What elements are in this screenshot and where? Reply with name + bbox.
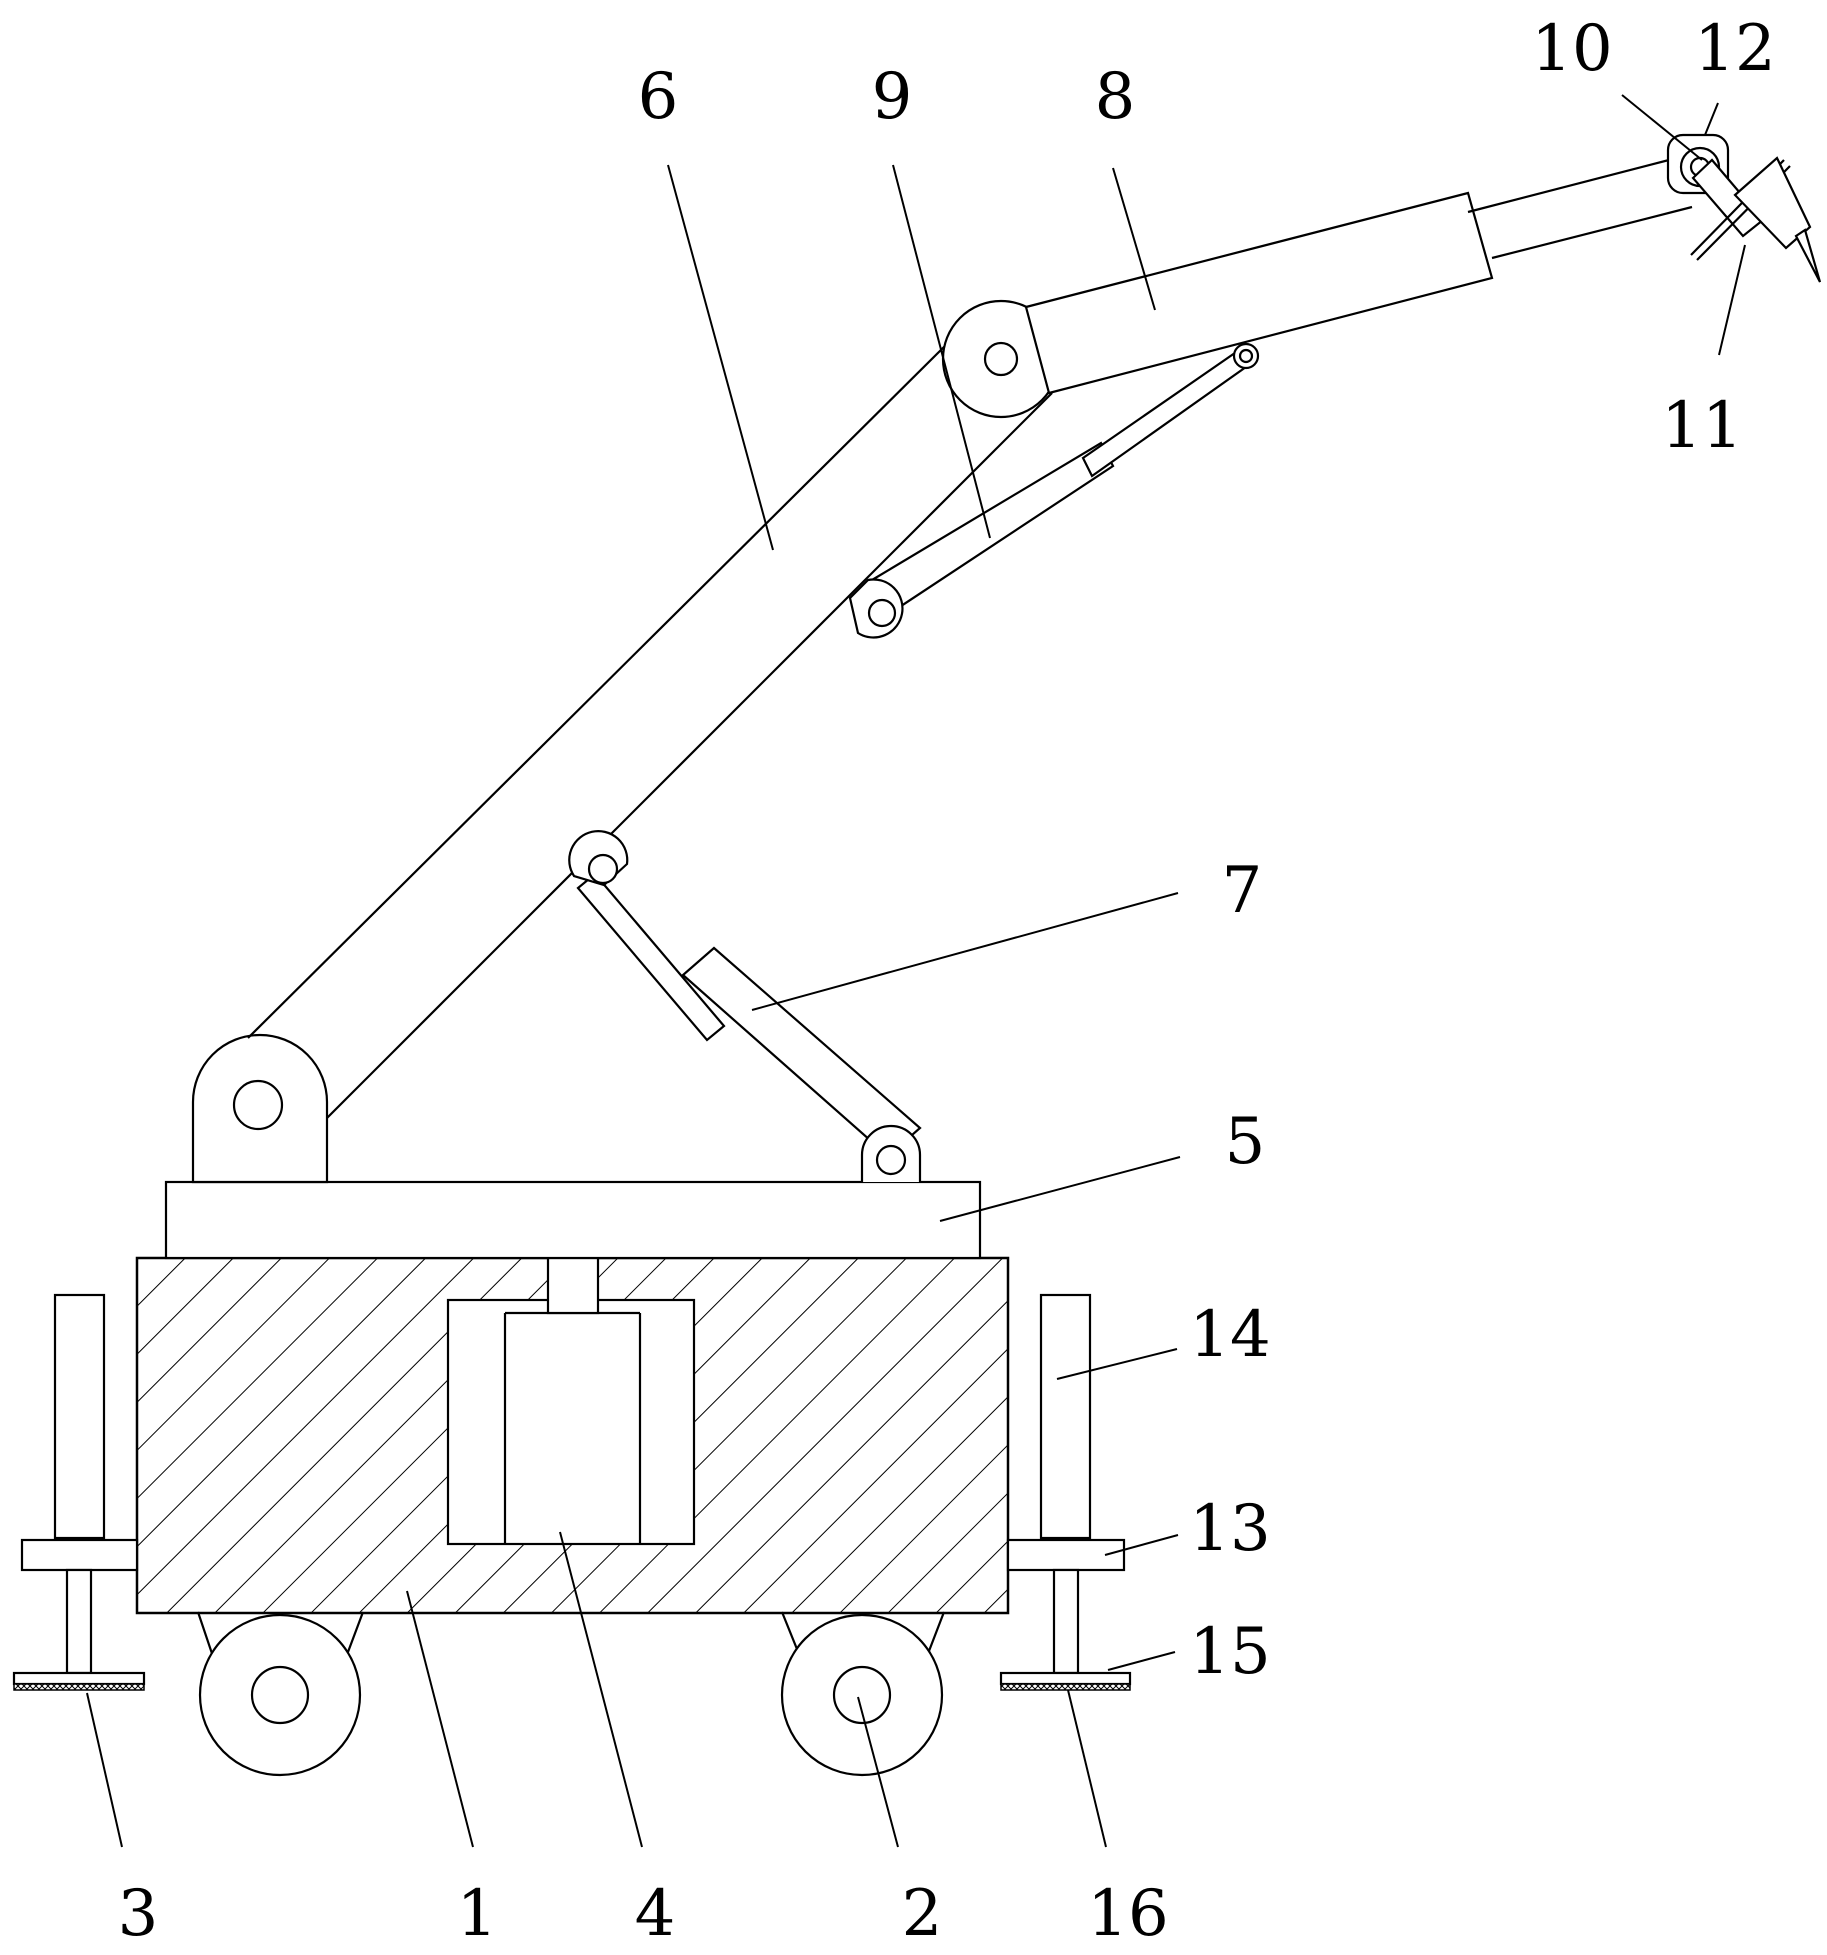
callout-7: 7	[1222, 854, 1263, 928]
lift-cylinder	[568, 830, 922, 1182]
right-wheel	[780, 1611, 946, 1777]
elbow-joint	[941, 299, 1061, 419]
leader-lines	[86, 94, 1746, 1848]
callout-3: 3	[118, 1877, 159, 1950]
leader-9	[892, 164, 991, 539]
leader-7	[751, 892, 1179, 1011]
leader-5	[939, 1156, 1181, 1222]
right-support-leg	[999, 1293, 1132, 1691]
tool-head	[1690, 156, 1822, 283]
left-wheel	[196, 1611, 365, 1777]
leader-12	[1704, 102, 1719, 136]
leader-11	[1718, 244, 1746, 356]
callout-16: 16	[1087, 1877, 1168, 1950]
leader-3	[86, 1692, 123, 1848]
leader-6	[667, 164, 774, 551]
callout-13: 13	[1189, 1492, 1270, 1566]
callout-1: 1	[457, 1877, 498, 1950]
callout-12: 12	[1694, 12, 1775, 86]
leader-16	[1067, 1689, 1107, 1848]
leader-15	[1107, 1651, 1176, 1671]
lower-hinge-bracket	[191, 1033, 329, 1184]
leader-13	[1104, 1534, 1179, 1556]
callout-14: 14	[1189, 1298, 1270, 1372]
callout-6: 6	[638, 60, 679, 134]
callout-10: 10	[1531, 12, 1612, 86]
callout-4: 4	[635, 1877, 676, 1950]
leader-14	[1056, 1348, 1178, 1380]
left-support-leg	[12, 1293, 146, 1691]
leader-2	[857, 1696, 899, 1848]
callout-5: 5	[1225, 1105, 1266, 1179]
main-boom	[247, 337, 1053, 1119]
leader-1	[406, 1590, 474, 1848]
callout-9: 9	[872, 60, 913, 134]
callout-8: 8	[1095, 60, 1136, 134]
leader-4	[559, 1531, 643, 1848]
motor	[446, 1256, 696, 1546]
leader-10	[1621, 94, 1703, 161]
rotating-platform	[164, 1180, 982, 1260]
callout-15: 15	[1189, 1615, 1270, 1689]
callout-labels: 6 9 8 10 12 11 7 5 14 13 15 3 1 4 2 16	[118, 12, 1776, 1951]
upper-cylinder	[848, 342, 1260, 639]
forearm-arm	[1024, 158, 1693, 395]
callout-11: 11	[1661, 389, 1742, 463]
leader-8	[1112, 167, 1156, 311]
callout-2: 2	[902, 1877, 943, 1950]
